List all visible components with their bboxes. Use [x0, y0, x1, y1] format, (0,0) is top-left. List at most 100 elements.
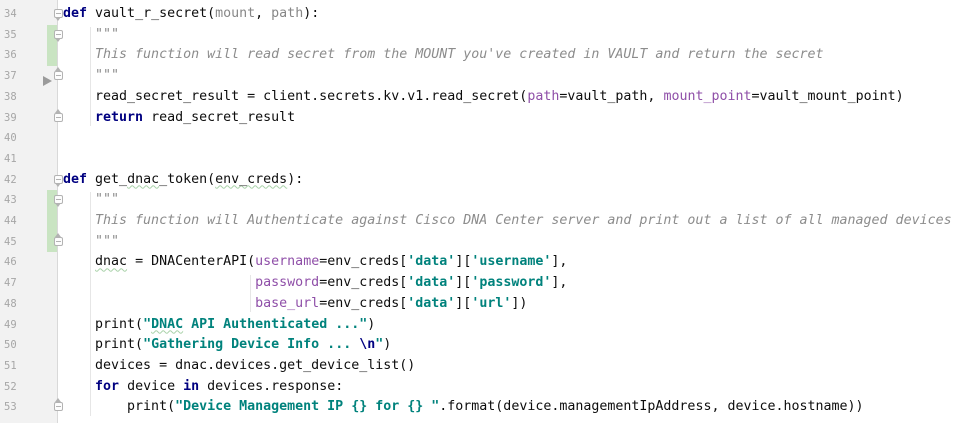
code-token: """ [63, 26, 120, 42]
code-token: username [255, 254, 320, 270]
code-token: """ [63, 68, 120, 84]
code-token: 'username' [471, 254, 552, 270]
line-number[interactable]: 50 [4, 339, 17, 352]
vcs-change-bar [47, 190, 57, 253]
code-token: def [63, 6, 88, 21]
line-number[interactable]: 53 [4, 401, 17, 414]
code-line[interactable]: read_secret_result = client.secrets.kv.v… [63, 87, 904, 108]
fold-marker[interactable] [54, 9, 63, 21]
code-token: =env_creds[ [319, 254, 408, 270]
indent-guide [90, 192, 92, 416]
code-token: devices.response: [199, 378, 344, 394]
code-token: path [527, 88, 560, 104]
fold-marker[interactable] [54, 174, 63, 187]
code-line[interactable]: print("DNAC API Authenticated ...") [63, 315, 375, 336]
fold-marker[interactable] [54, 232, 63, 246]
code-token: This function will Authenticate against … [63, 213, 952, 228]
code-token: ], [551, 275, 568, 291]
code-token: This function will read secret from the … [63, 47, 824, 63]
code-token: 'password' [471, 275, 552, 291]
indent-guide [250, 275, 252, 313]
fold-marker[interactable] [54, 29, 63, 42]
code-token: ], [551, 254, 568, 270]
line-number[interactable]: 49 [4, 318, 17, 331]
gutter-separator [57, 0, 58, 423]
code-line[interactable]: print("Gathering Device Info ... \n") [63, 335, 391, 356]
code-token: mount_point [663, 88, 752, 104]
line-number[interactable]: 48 [4, 297, 17, 310]
editor-gutter[interactable]: 34 35 36 37 38 39 40 41 42 43 44 45 46 47 48 49 50 51 52 53 [0, 0, 63, 423]
code-line[interactable]: def vault_r_secret(mount, path): [63, 4, 319, 25]
run-arrow-icon [43, 75, 52, 86]
code-token: 'data' [407, 295, 456, 311]
code-token: "Gathering Device Info ... [143, 337, 360, 353]
code-line[interactable]: return read_secret_result [63, 108, 295, 129]
code-token: in [183, 378, 200, 394]
code-token: password [255, 275, 320, 291]
fold-marker[interactable] [54, 108, 63, 122]
code-token: DNAC [151, 316, 184, 332]
code-token: mount [215, 6, 256, 21]
code-token: for [95, 378, 120, 394]
code-token: get_ [87, 171, 128, 187]
code-line[interactable]: for device in devices.response: [63, 377, 343, 398]
code-token [63, 275, 255, 290]
code-token [63, 379, 95, 394]
code-token: \n [359, 337, 376, 353]
code-token: device [119, 378, 184, 394]
line-number[interactable]: 42 [4, 173, 17, 186]
code-token: API Authenticated ..." [183, 316, 368, 332]
code-line[interactable]: dnac = DNACenterAPI(username=env_creds['… [63, 252, 567, 273]
code-token: ) [367, 316, 376, 332]
code-token: read_secret_result [143, 109, 296, 125]
code-token: ][ [455, 275, 472, 291]
code-token: dnac [95, 254, 128, 270]
line-number[interactable]: 40 [4, 132, 17, 145]
code-token: _token( [159, 171, 216, 187]
line-number[interactable]: 38 [4, 90, 17, 103]
line-number[interactable]: 45 [4, 235, 17, 248]
line-number[interactable]: 34 [4, 8, 17, 20]
code-token: 'data' [407, 254, 456, 270]
code-line[interactable]: This function will Authenticate against … [63, 211, 952, 232]
code-line[interactable]: """ [63, 190, 119, 211]
fold-marker[interactable] [54, 67, 63, 81]
code-token: path [271, 6, 304, 21]
line-number[interactable]: 41 [4, 152, 17, 165]
line-number[interactable]: 35 [4, 28, 17, 41]
line-number[interactable]: 39 [4, 111, 17, 124]
code-token: "Device Management IP {} for {} " [175, 399, 440, 415]
code-token: ): [287, 171, 304, 187]
line-number[interactable]: 43 [4, 194, 17, 207]
fold-marker[interactable] [54, 398, 63, 412]
line-number[interactable]: 44 [4, 215, 17, 227]
code-token: return [95, 109, 144, 125]
code-token: env_creds [215, 171, 288, 187]
line-number[interactable]: 51 [4, 359, 17, 372]
fold-marker[interactable] [54, 195, 63, 208]
code-line[interactable]: print("Device Management IP {} for {} ".… [63, 397, 864, 418]
code-token: print( [63, 316, 144, 332]
code-line[interactable]: base_url=env_creds['data']['url']) [63, 294, 527, 315]
code-line[interactable]: This function will read secret from the … [63, 45, 824, 66]
code-line[interactable]: def get_dnac_token(env_creds): [63, 170, 303, 191]
code-token: =env_creds[ [319, 275, 408, 291]
code-line[interactable]: """ [63, 66, 119, 87]
line-number[interactable]: 36 [4, 49, 17, 62]
code-line[interactable]: """ [63, 232, 119, 253]
line-number[interactable]: 52 [4, 380, 17, 393]
code-line[interactable]: """ [63, 25, 119, 46]
code-token: , [255, 6, 272, 21]
code-token: =vault_mount_point) [751, 88, 904, 104]
code-token: base_url [255, 295, 320, 311]
code-token: vault_r_secret( [87, 6, 216, 21]
code-token: """ [63, 233, 120, 249]
code-token: " [143, 316, 152, 332]
line-number[interactable]: 47 [4, 277, 17, 290]
code-line[interactable]: devices = dnac.devices.get_device_list() [63, 356, 415, 377]
line-number[interactable]: 46 [4, 256, 17, 269]
code-token: =vault_path, [559, 88, 664, 104]
line-number[interactable]: 37 [4, 70, 17, 83]
code-line[interactable]: password=env_creds['data']['password'], [63, 273, 567, 294]
